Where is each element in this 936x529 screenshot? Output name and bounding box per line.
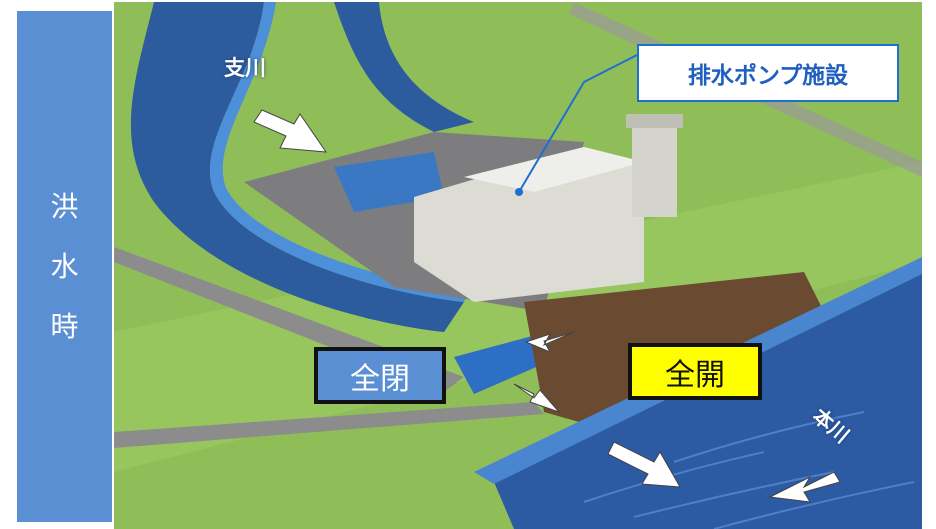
side-char-3: 時 (50, 309, 79, 343)
side-char-2: 水 (50, 249, 79, 283)
pump-facility-callout: 排水ポンプ施設 (637, 44, 899, 102)
road-lower (114, 402, 544, 448)
tower-top (626, 114, 683, 128)
callout-leader (518, 54, 638, 193)
tributary-river (130, 2, 464, 332)
flow-arrow-channel (524, 331, 575, 354)
facility-roof (464, 147, 644, 192)
tributary-label: 支川 (224, 56, 266, 80)
tributary-upper (334, 2, 474, 132)
flow-arrow-river-left (607, 441, 681, 488)
river-ripples (583, 411, 915, 529)
callout-dot (515, 188, 523, 196)
side-char-1: 洪 (50, 189, 79, 223)
flow-arrow-tributary (253, 109, 328, 153)
flow-arrow-gate (513, 383, 561, 414)
flow-arrow-river-right (768, 471, 841, 503)
gate-closed-label: 全閉 (314, 347, 446, 404)
tower (632, 122, 677, 217)
main-river (494, 272, 922, 529)
side-panel: 洪 水 時 (17, 11, 112, 522)
facility-building (414, 147, 644, 302)
gate-open-label: 全開 (628, 343, 762, 400)
